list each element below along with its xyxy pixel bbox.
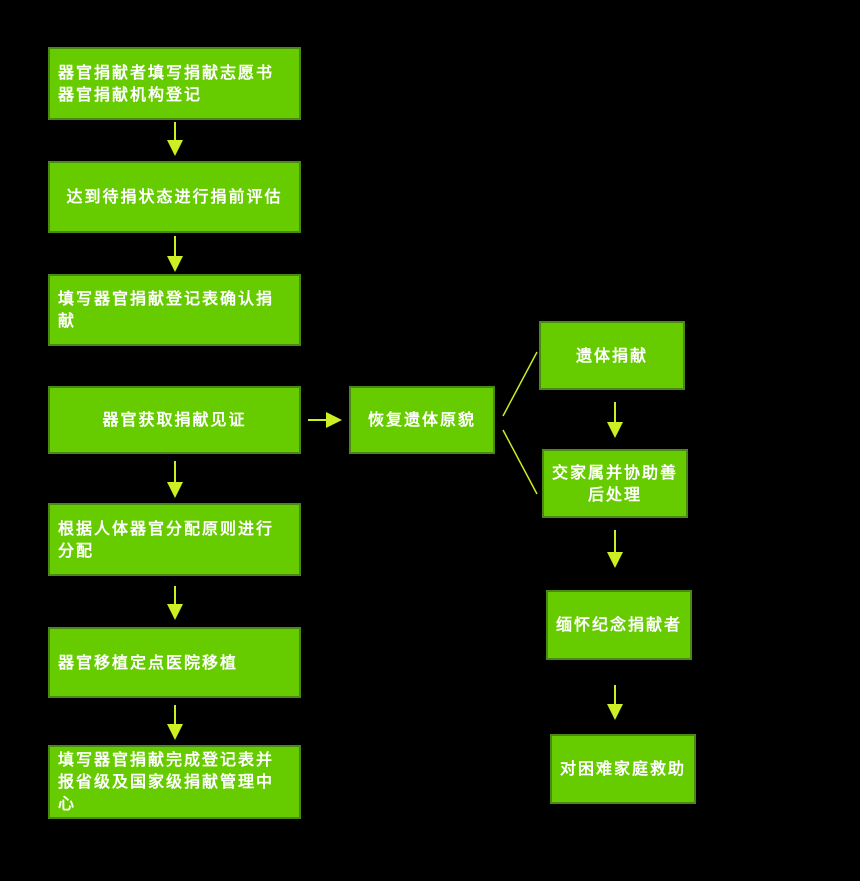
step-body-donation: 遗体捐献 bbox=[539, 321, 685, 390]
step-body-donation-label: 遗体捐献 bbox=[575, 345, 648, 365]
step-family-assistance: 对困难家庭救助 bbox=[550, 734, 696, 804]
step-family-assistance-label: 对困难家庭救助 bbox=[559, 759, 686, 778]
step-restore-body: 恢复遗体原貌 bbox=[349, 386, 495, 454]
step-transplant-hospital: 器官移植定点医院移植 bbox=[48, 627, 301, 698]
step-register-volunteer: 器官捐献者填写捐献志愿书 器官捐献机构登记 bbox=[48, 47, 301, 120]
step-completion-report: 填写器官捐献完成登记表并报省级及国家级捐献管理中心 bbox=[48, 745, 301, 819]
step-register-volunteer-label: 器官捐献者填写捐献志愿书 器官捐献机构登记 bbox=[58, 62, 275, 104]
step-confirm-donation-label: 填写器官捐献登记表确认捐献 bbox=[58, 289, 275, 330]
step-confirm-donation: 填写器官捐献登记表确认捐献 bbox=[48, 274, 301, 346]
step-commemorate-donor: 缅怀纪念捐献者 bbox=[546, 590, 692, 660]
step-pre-donation-evaluation: 达到待捐状态进行捐前评估 bbox=[48, 161, 301, 233]
step-organ-procurement-witness-label: 器官获取捐献见证 bbox=[102, 410, 247, 429]
step-transplant-hospital-label: 器官移植定点医院移植 bbox=[58, 652, 239, 672]
step-return-to-family: 交家属并协助善后处理 bbox=[542, 449, 688, 518]
step-pre-donation-evaluation-label: 达到待捐状态进行捐前评估 bbox=[66, 187, 283, 206]
step-completion-report-label: 填写器官捐献完成登记表并报省级及国家级捐献管理中心 bbox=[58, 750, 275, 813]
step-return-to-family-label: 交家属并协助善后处理 bbox=[551, 462, 678, 504]
branch-line-down bbox=[502, 429, 538, 495]
step-allocation-label: 根据人体器官分配原则进行分配 bbox=[58, 518, 275, 560]
step-organ-procurement-witness: 器官获取捐献见证 bbox=[48, 386, 301, 454]
step-allocation: 根据人体器官分配原则进行分配 bbox=[48, 503, 301, 576]
branch-line-up bbox=[502, 351, 538, 417]
step-commemorate-donor-label: 缅怀纪念捐献者 bbox=[555, 615, 682, 634]
step-restore-body-label: 恢复遗体原貌 bbox=[367, 410, 476, 429]
